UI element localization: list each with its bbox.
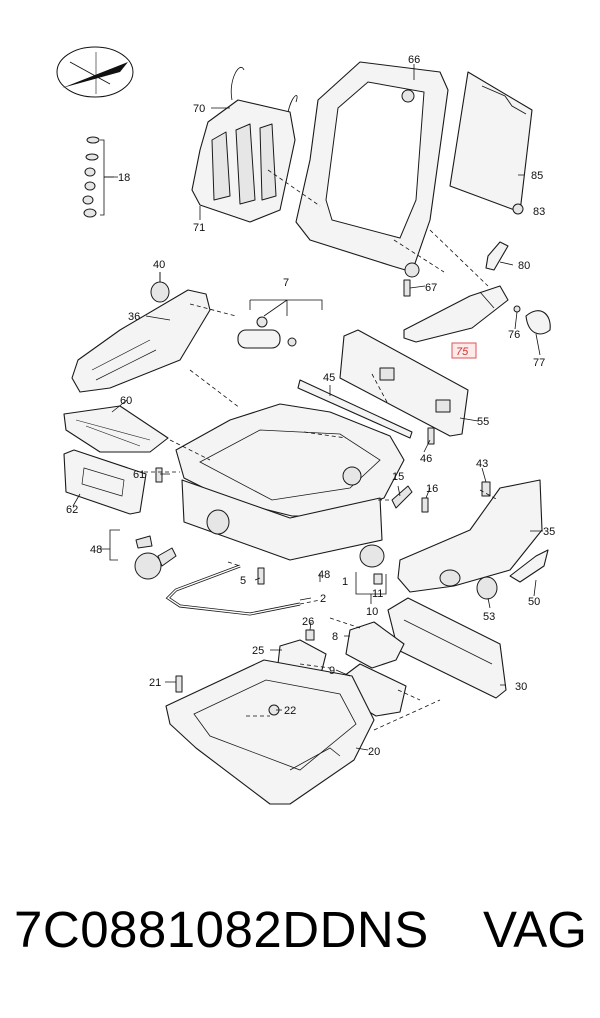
callout-70: 70 <box>193 103 205 115</box>
callout-30: 30 <box>515 681 527 693</box>
callout-22: 22 <box>284 705 296 717</box>
footer: 7C0881082DDNS VAG <box>0 900 600 990</box>
leader-lines <box>72 64 543 751</box>
callout-67: 67 <box>425 282 437 294</box>
callout-62: 62 <box>66 504 78 516</box>
callout-66: 66 <box>408 54 420 66</box>
part-48-adjuster <box>100 529 177 580</box>
callout-60: 60 <box>120 395 132 407</box>
callout-53: 53 <box>483 611 495 623</box>
part-60-control-board <box>63 405 169 453</box>
part-50-lever <box>509 549 549 583</box>
callout-55: 55 <box>477 416 489 428</box>
part-26-screw <box>305 629 315 641</box>
part-35-side-trim <box>397 479 543 593</box>
part-45-rail <box>297 379 413 439</box>
callout-40: 40 <box>153 259 165 271</box>
part-18-clips <box>82 136 114 218</box>
callout-8: 8 <box>332 631 338 643</box>
callout-2: 2 <box>320 593 326 605</box>
callout-20: 20 <box>368 746 380 758</box>
callout-48a: 48 <box>90 544 102 556</box>
part-43-screw <box>481 481 491 497</box>
callout-35: 35 <box>543 526 555 538</box>
part-10-motor <box>355 544 387 604</box>
callout-71: 71 <box>193 222 205 234</box>
callout-10: 10 <box>366 606 378 618</box>
assembly-lines <box>144 169 499 731</box>
callout-80: 80 <box>518 260 530 272</box>
part-70-backrest-spring <box>191 67 298 223</box>
part-53-knob <box>476 576 498 600</box>
callout-1: 1 <box>342 576 348 588</box>
part-76-screw <box>513 305 521 313</box>
callout-9: 9 <box>329 665 335 677</box>
callout-7: 7 <box>283 277 289 289</box>
callout-labels: 66 70 18 85 83 71 40 7 80 67 36 76 75 77… <box>66 54 555 758</box>
part-61-screw <box>155 467 163 483</box>
part-number: 7C0881082DDNS <box>14 901 429 958</box>
part-62-control-cover <box>63 449 147 515</box>
part-20-seat-base <box>165 659 375 805</box>
callout-16: 16 <box>426 483 438 495</box>
callout-85: 85 <box>531 170 543 182</box>
callout-21: 21 <box>149 677 161 689</box>
part-77-cap <box>525 310 551 335</box>
callout-11: 11 <box>372 588 383 600</box>
callout-61: 61 <box>133 469 145 481</box>
orientation-symbol <box>56 46 134 98</box>
callout-48b: 48 <box>318 569 330 581</box>
callout-18: 18 <box>118 172 130 184</box>
part-85-backrest-panel <box>449 71 533 213</box>
callout-77: 77 <box>533 357 545 369</box>
part-7-motor <box>237 299 323 349</box>
callout-25: 25 <box>252 645 264 657</box>
seat-frame-assembly <box>175 403 405 561</box>
part-21-screw <box>175 675 183 693</box>
brand-label: VAG <box>483 901 587 958</box>
callout-45: 45 <box>323 372 335 384</box>
callout-75-highlight <box>451 342 477 359</box>
part-2-cable <box>165 564 301 616</box>
part-67-screw <box>403 279 411 297</box>
part-8-cover <box>345 621 405 669</box>
part-55-back-plate <box>339 329 469 437</box>
seat-exploded-diagram: 66 70 18 85 83 71 40 7 80 67 36 76 75 77… <box>56 46 555 805</box>
callout-5: 5 <box>240 575 246 587</box>
callout-75: 75 <box>456 346 469 358</box>
part-15-bracket <box>391 485 413 509</box>
part-16-screw <box>421 497 429 513</box>
callout-83: 83 <box>533 206 545 218</box>
part-80-trim <box>485 241 509 271</box>
part-36-side-trim <box>71 289 211 393</box>
part-66-backrest-frame <box>295 61 449 278</box>
part-46-screw <box>427 427 435 445</box>
part-83-clip <box>512 203 524 215</box>
callout-76: 76 <box>508 329 520 341</box>
callout-46: 46 <box>420 453 432 465</box>
part-5-screw <box>257 567 265 585</box>
callout-15: 15 <box>392 471 404 483</box>
callout-36: 36 <box>128 311 140 323</box>
part-75-armrest <box>403 285 509 343</box>
callout-43: 43 <box>476 458 488 470</box>
callout-50: 50 <box>528 596 540 608</box>
callout-26: 26 <box>302 616 314 628</box>
